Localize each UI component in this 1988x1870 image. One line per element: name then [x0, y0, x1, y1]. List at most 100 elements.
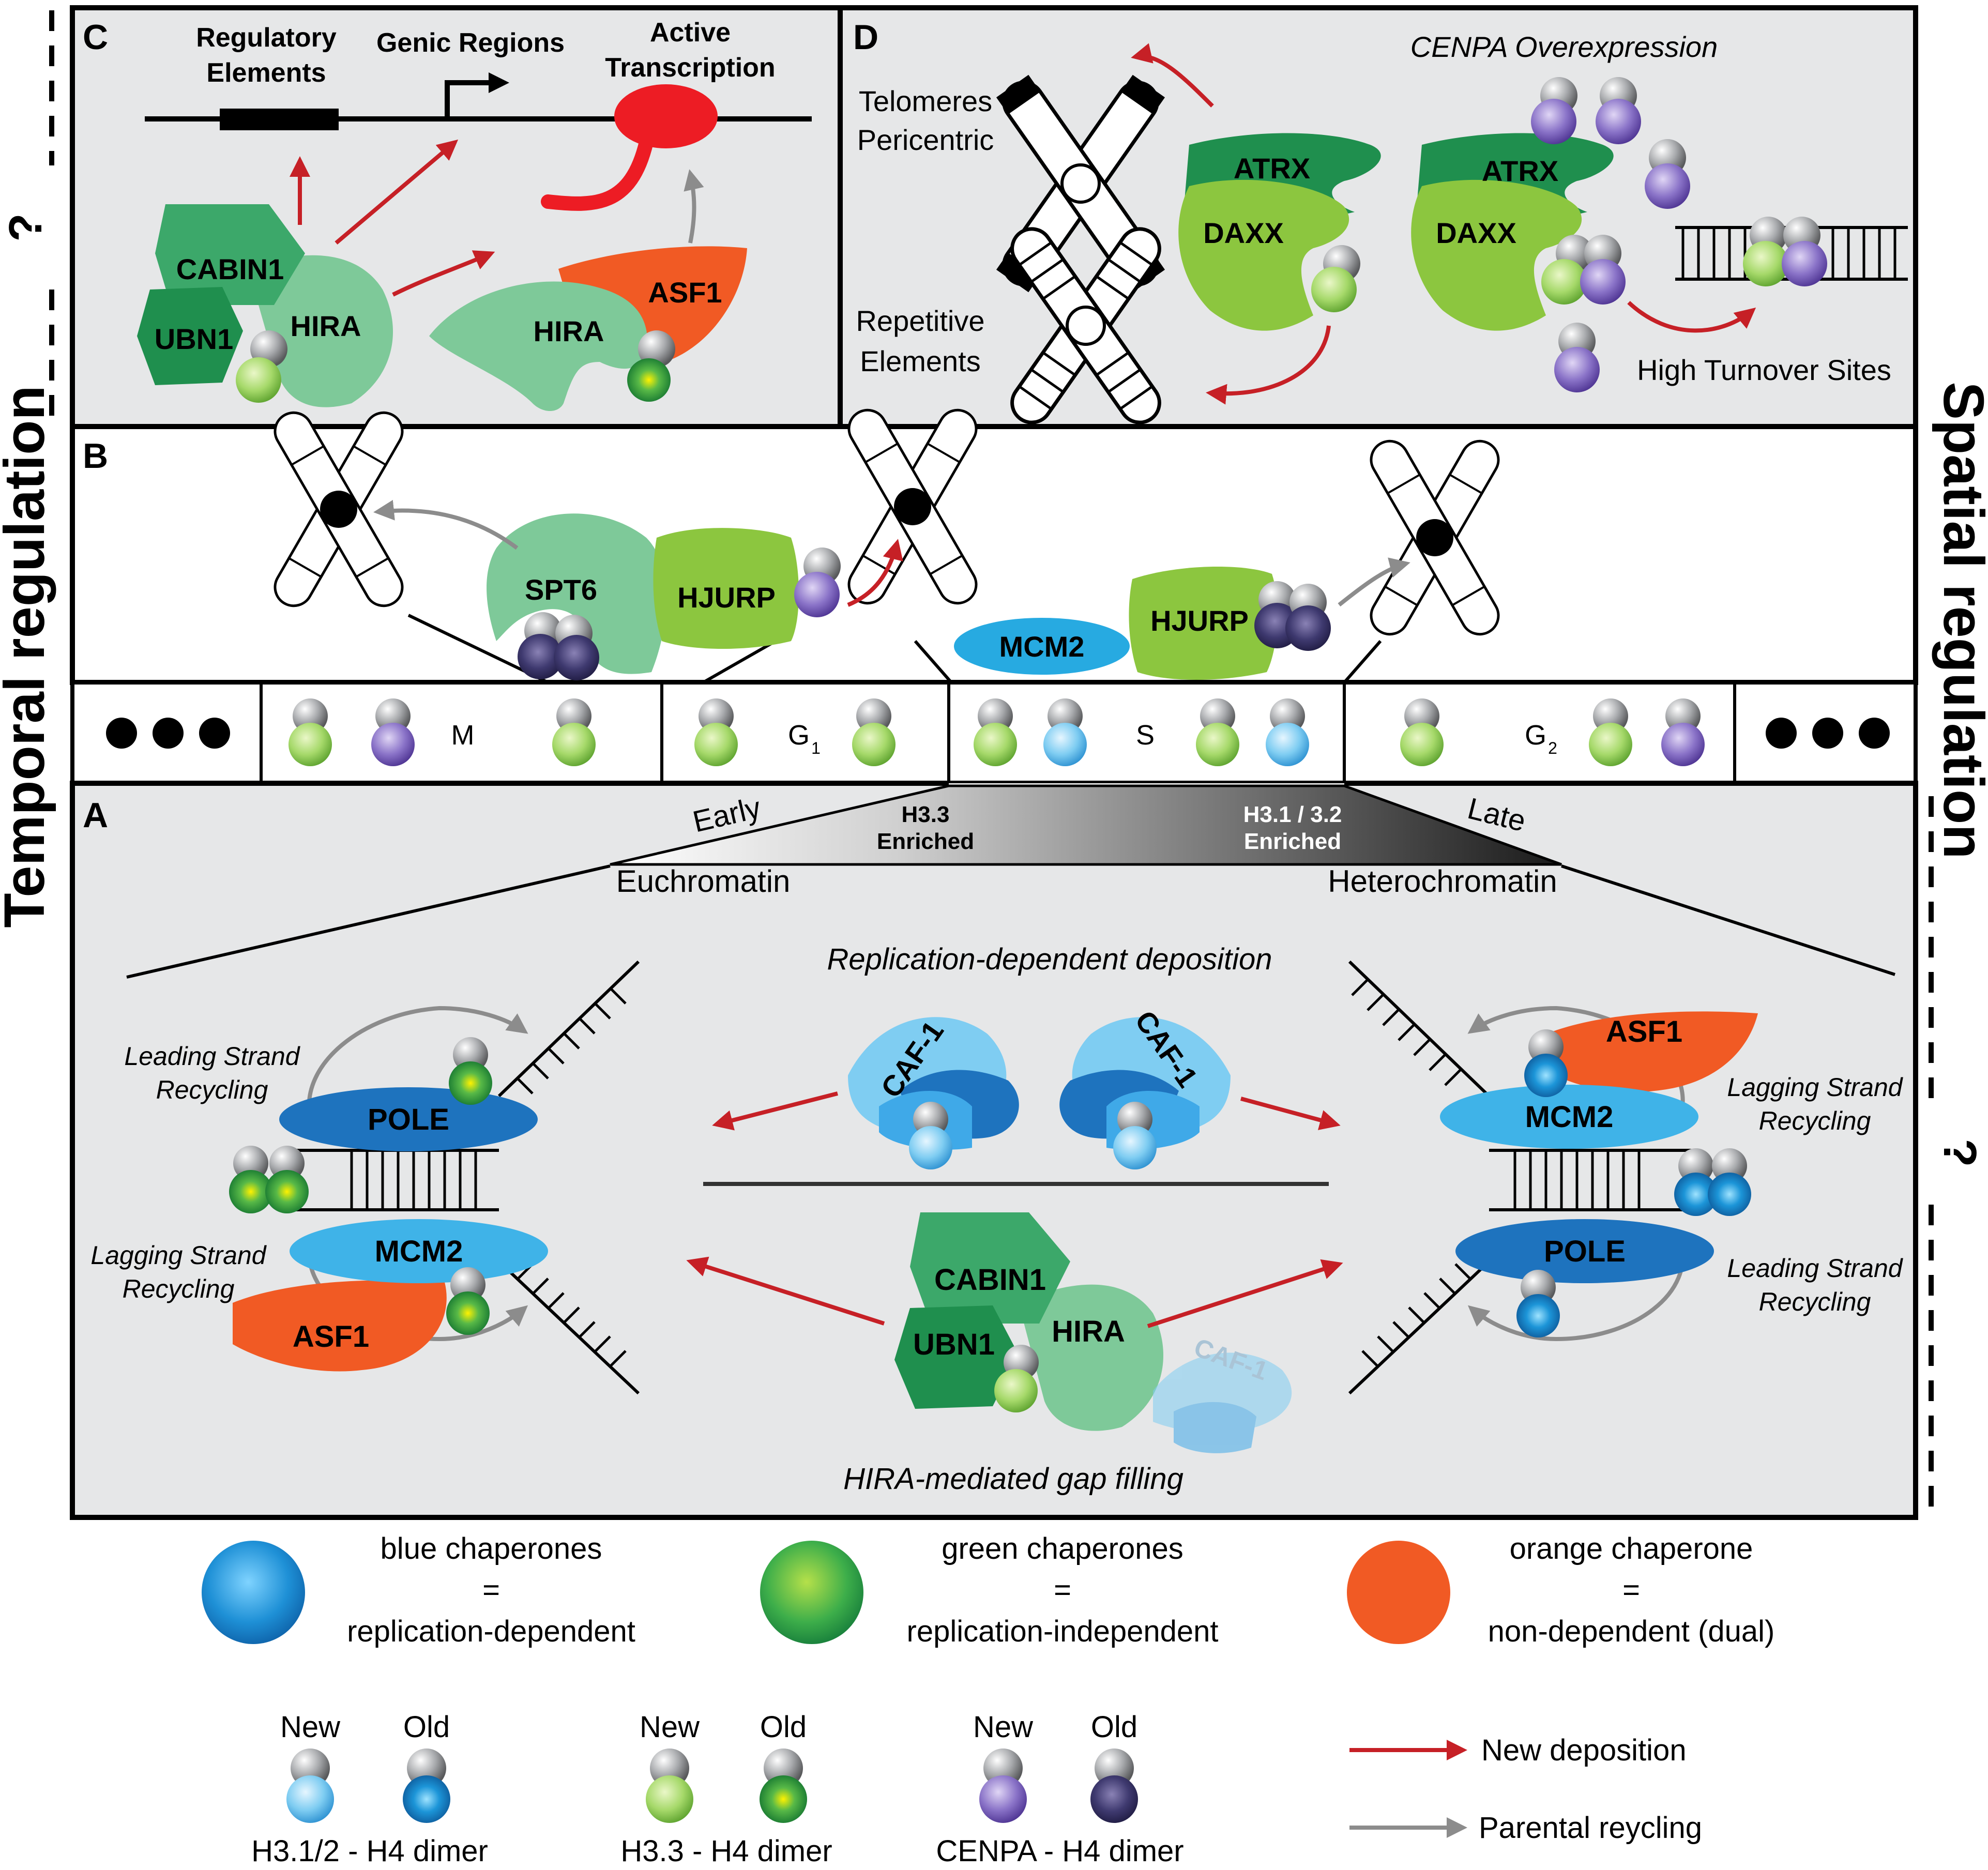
heterochromatin-label: Heterochromatin — [1328, 864, 1557, 899]
hira-label-a: HIRA — [1052, 1315, 1125, 1348]
legend-h31-dimer: H3.1/2 - H4 dimer — [251, 1834, 488, 1868]
legend-h33-dimer: H3.3 - H4 dimer — [620, 1834, 832, 1868]
legend-orange-swatch — [1347, 1541, 1450, 1644]
euchromatin-label: Euchromatin — [616, 864, 791, 899]
left-replication-fork: POLE MCM2 ASF1 Leading Strand Recycling … — [90, 960, 640, 1395]
spatial-question-mark: ? — [1934, 1139, 1985, 1167]
legend-h33-old — [760, 1775, 807, 1823]
caf1-left: CAF-1 — [848, 1015, 1019, 1169]
telomeres-label: Telomeres — [859, 85, 992, 117]
repetitive-label: Repetitive — [856, 305, 984, 337]
legend: blue chaperones = replication-dependent … — [202, 1532, 1774, 1868]
legend-h31-new — [286, 1775, 334, 1823]
ellipsis-dot — [199, 718, 230, 749]
legend-new-deposition: New deposition — [1481, 1734, 1687, 1767]
rna-polymerase — [614, 84, 718, 148]
h33-enriched-label-2: Enriched — [877, 829, 974, 854]
hira-shape — [248, 255, 393, 407]
cenpa-new-d1 — [1580, 259, 1626, 305]
lagging-strand-label-right-2: Recycling — [1759, 1106, 1871, 1135]
phase-g2-label: G — [1525, 720, 1546, 751]
leading-strand-label-left-2: Recycling — [156, 1075, 268, 1104]
pericentric-label: Pericentric — [857, 124, 994, 156]
h33-old-dimer — [627, 358, 671, 402]
phase-g1-subscript: 1 — [811, 739, 821, 757]
leading-strand-label-left-1: Leading Strand — [124, 1042, 300, 1071]
hira-label-c2: HIRA — [534, 315, 604, 347]
legend-old-label-1: Old — [403, 1710, 450, 1744]
elements-label: Elements — [860, 345, 980, 377]
chromosome-icon-1 — [274, 411, 404, 607]
spt6-label: SPT6 — [525, 573, 597, 606]
lagging-strand-label-left-2: Recycling — [123, 1274, 235, 1303]
ellipsis-dot — [1859, 718, 1890, 749]
legend-cenpa-old — [1090, 1775, 1138, 1823]
legend-cenpa-new — [979, 1775, 1027, 1823]
temporal-question-mark: ? — [0, 214, 52, 242]
legend-orange-top: orange chaperone — [1510, 1532, 1753, 1565]
panel-d-letter: D — [853, 18, 878, 57]
leading-strand-label-right-2: Recycling — [1759, 1287, 1871, 1316]
mcm2-shape-b — [954, 618, 1130, 675]
legend-green-eq: = — [1054, 1573, 1071, 1607]
legend-new-label-2: New — [640, 1710, 700, 1744]
daxx-shape-1 — [1178, 179, 1349, 331]
mcm2-label-b: MCM2 — [999, 630, 1085, 663]
lagging-strand-label-left-1: Lagging Strand — [90, 1241, 267, 1270]
ubn1-label: UBN1 — [155, 323, 233, 355]
atrx-label-2: ATRX — [1482, 155, 1558, 187]
lagging-strand-label-right-1: Lagging Strand — [1727, 1073, 1903, 1102]
phase-g2-subscript: 2 — [1548, 739, 1557, 757]
hira-gap-filling-label: HIRA-mediated gap filling — [843, 1462, 1183, 1496]
left-mcm2-label: MCM2 — [375, 1235, 463, 1268]
legend-orange-eq: = — [1622, 1573, 1640, 1607]
legend-cenpa-dimer: CENPA - H4 dimer — [936, 1834, 1183, 1868]
legend-blue-eq: = — [482, 1573, 500, 1607]
ellipsis-dot — [153, 718, 184, 749]
legend-blue-top: blue chaperones — [381, 1532, 602, 1565]
daxx-label-1: DAXX — [1203, 217, 1284, 249]
panel-a: A Early Late H3.3 Enriched H3.1 / 3.2 En… — [70, 781, 1918, 1520]
legend-old-label-3: Old — [1091, 1710, 1137, 1744]
panel-b: B SPT6 HJURP — [70, 408, 1918, 685]
panel-d: D CENPA Overexpression Telomeres Pericen… — [838, 5, 1918, 429]
hjurp-label-1: HJURP — [677, 581, 776, 614]
legend-green-top: green chaperones — [942, 1532, 1183, 1565]
hira-shape-c2 — [429, 281, 647, 411]
h31-enriched-label-1: H3.1 / 3.2 — [1243, 802, 1342, 827]
cabin1-label-a: CABIN1 — [934, 1263, 1046, 1297]
asf1-label-c: ASF1 — [648, 276, 722, 309]
legend-parental-recycling: Parental reycling — [1479, 1811, 1702, 1845]
atrx-label-1: ATRX — [1234, 152, 1310, 185]
active-transcription-label-2: Transcription — [605, 53, 775, 83]
left-asf1-label: ASF1 — [293, 1320, 369, 1354]
h31-enriched-label-2: Enriched — [1244, 829, 1341, 854]
ellipsis-dot — [1766, 718, 1797, 749]
ellipsis-dot — [1812, 718, 1843, 749]
legend-h33-new — [646, 1775, 693, 1823]
hira-complex-center: CABIN1 UBN1 HIRA — [894, 1212, 1163, 1431]
panel-c-letter: C — [83, 18, 108, 57]
spt6-shape — [487, 513, 666, 674]
ubn1-shape — [137, 287, 243, 385]
hjurp-shape-2 — [1129, 567, 1278, 680]
right-pole-label: POLE — [1544, 1235, 1626, 1268]
legend-old-label-2: Old — [760, 1710, 807, 1744]
legend-h31-old — [403, 1775, 450, 1823]
daxx-label-2: DAXX — [1436, 217, 1516, 249]
legend-blue-swatch — [202, 1541, 305, 1644]
legend-blue-bottom: replication-dependent — [347, 1615, 635, 1648]
right-mcm2-label: MCM2 — [1525, 1100, 1614, 1134]
nascent-transcript — [541, 135, 654, 211]
spatial-regulation-label: Spatial regulation — [1932, 382, 1988, 859]
h33-new-bottom — [236, 357, 281, 403]
temporal-regulation-label: Temporal regulation — [0, 385, 56, 928]
chromosome-icon-3 — [1370, 439, 1500, 636]
left-pole-label: POLE — [368, 1103, 449, 1136]
legend-green-swatch — [760, 1541, 863, 1644]
right-asf1-label: ASF1 — [1606, 1015, 1682, 1048]
high-turnover-label: High Turnover Sites — [1637, 354, 1891, 386]
regulatory-element-box — [220, 109, 339, 130]
cabin1-label: CABIN1 — [176, 253, 284, 285]
panel-b-letter: B — [83, 436, 108, 476]
